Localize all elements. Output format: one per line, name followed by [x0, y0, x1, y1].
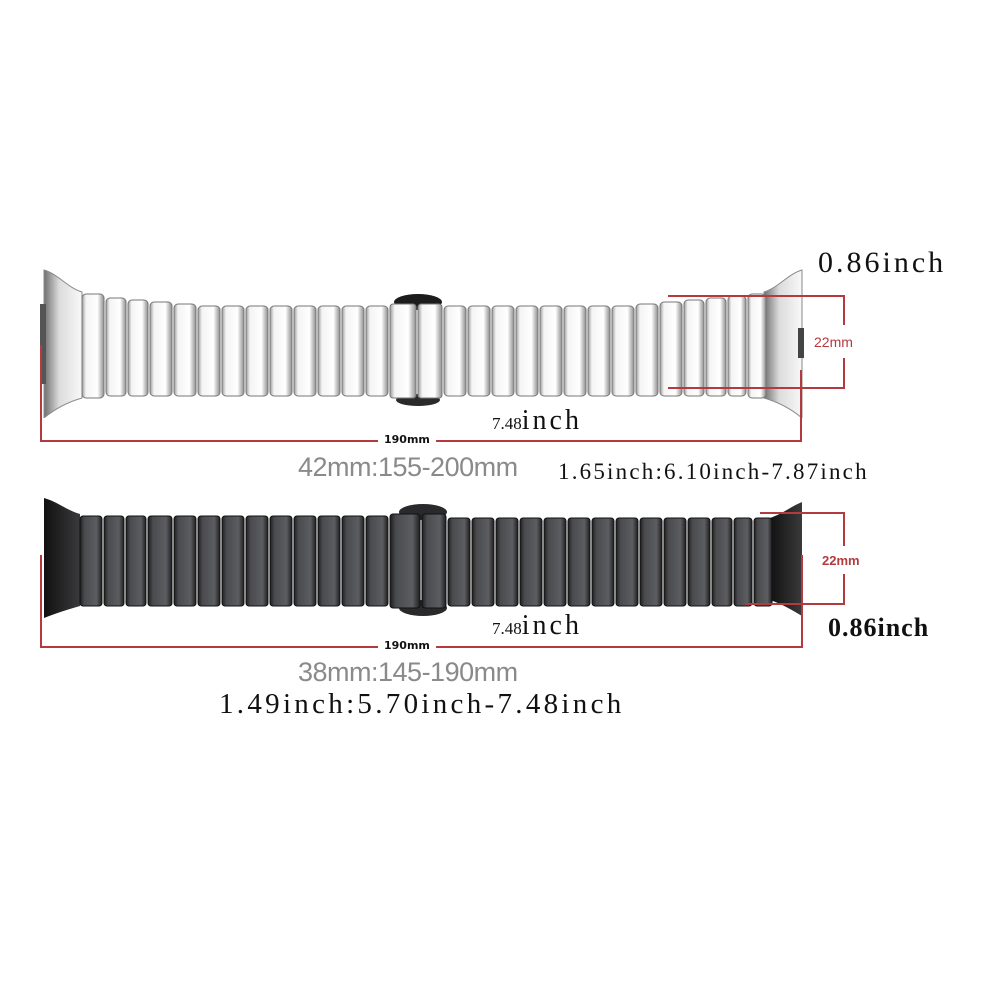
- silver-width-inch-label: 0.86inch: [818, 246, 947, 279]
- silver-width-vertical-bottom: [843, 358, 845, 389]
- silver-length-left-tick: [40, 345, 42, 441]
- silver-length-inch-number: 7.48: [492, 414, 522, 433]
- black-width-inch-label: 0.86inch: [828, 613, 930, 642]
- black-band-image: [40, 496, 810, 618]
- silver-length-inch-label: 7.48inch: [492, 405, 582, 437]
- black-width-vertical-top: [843, 512, 845, 546]
- black-size-mm: 38mm:145-190mm: [298, 657, 518, 687]
- silver-band-image: [38, 268, 808, 418]
- silver-length-right-tick: [800, 370, 802, 441]
- black-length-right-tick: [801, 555, 803, 647]
- black-length-left-tick: [40, 555, 42, 647]
- black-width-bottom-line: [745, 603, 844, 605]
- black-width-top-line: [760, 512, 844, 514]
- silver-size-mm: 42mm:155-200mm: [298, 452, 518, 482]
- silver-band-graphic: [40, 269, 804, 418]
- black-width-vertical-bottom: [843, 574, 845, 605]
- silver-size-inch: 1.65inch:6.10inch-7.87inch: [558, 459, 869, 484]
- black-length-inch-unit: inch: [521, 610, 582, 641]
- silver-width-vertical-top: [843, 295, 845, 325]
- black-length-mm-label: 190mm: [378, 639, 436, 652]
- black-length-inch-label: 7.48inch: [492, 610, 582, 642]
- silver-width-top-line: [668, 295, 844, 297]
- silver-width-mm-label: 22mm: [814, 334, 853, 350]
- black-width-mm-label: 22mm: [822, 553, 860, 568]
- black-band-graphic: [44, 498, 802, 618]
- silver-length-inch-unit: inch: [521, 405, 582, 436]
- silver-width-bottom-line: [668, 387, 844, 389]
- black-size-inch: 1.49inch:5.70inch-7.48inch: [219, 688, 625, 720]
- black-length-inch-number: 7.48: [492, 619, 522, 638]
- silver-length-mm-label: 190mm: [378, 433, 436, 446]
